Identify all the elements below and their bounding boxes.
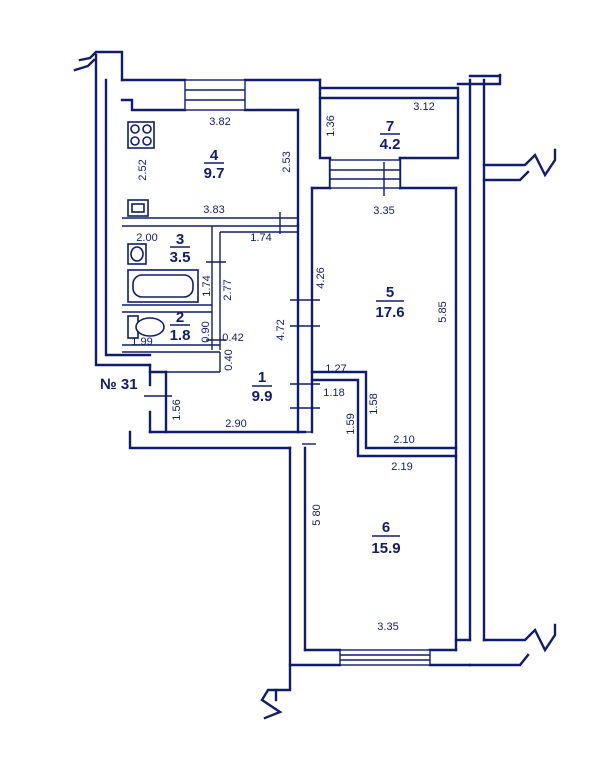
dim-balcony-top: 3.12	[413, 101, 434, 113]
room-3-label: 3 3.5	[170, 231, 191, 266]
kitchen-window	[184, 79, 246, 111]
dim-corridor-side: 2.77	[222, 279, 234, 300]
dimension-labels: 3.82 2.52 2.53 3.83 1.36 3.12 2.00 1.74 …	[131, 101, 449, 633]
dim-room6-left: 5 80	[311, 504, 323, 525]
washbasin-icon	[127, 243, 147, 265]
dim-wc-width: 1.99	[131, 336, 152, 348]
dim-hall-bottom: 2.90	[225, 418, 246, 430]
room-2-label: 2 1.8	[170, 309, 191, 344]
room-area: 1.8	[170, 327, 191, 344]
room-area: 17.6	[375, 304, 404, 321]
dim-room6-bottom: 3.35	[377, 621, 398, 633]
room5-window	[329, 159, 401, 189]
dim-bath-top: 2.00	[136, 232, 157, 244]
dimension-ticks	[144, 162, 385, 445]
dim-step-top: 1.27	[325, 363, 346, 375]
room-area: 9.7	[204, 165, 225, 182]
room6-window	[339, 649, 431, 666]
room-1-label: 1 9.9	[252, 369, 273, 405]
stove-icon	[127, 121, 155, 149]
dim-kitchen-top: 3.82	[209, 116, 230, 128]
dim-room5-right: 5.85	[437, 301, 449, 322]
dim-wc-height: 0.90	[200, 321, 212, 342]
dim-room5-left: 4.26	[315, 267, 327, 288]
room-number: 5	[386, 284, 394, 301]
room-number: 4	[210, 147, 219, 164]
outer-walls	[73, 50, 557, 720]
dim-hall-height: 4.72	[275, 319, 287, 340]
dim-step-left: 1.59	[345, 413, 357, 434]
room-4-label: 4 9.7	[204, 147, 225, 182]
room-number: 3	[176, 231, 184, 248]
dim-bath-height: 1.74	[201, 275, 213, 296]
dim-room6-top: 2.19	[391, 461, 412, 473]
apartment-number: № 31	[100, 376, 138, 393]
dim-wc-gap: 0.40	[223, 349, 235, 370]
dim-balcony-left: 1.36	[325, 115, 337, 136]
room-number: 1	[258, 369, 266, 386]
windows	[184, 79, 431, 666]
dim-kitchen-left: 2.52	[137, 159, 149, 180]
dim-kitchen-bottom: 3.83	[203, 204, 224, 216]
dim-room5-top: 3.35	[373, 205, 394, 217]
fixtures	[127, 121, 199, 339]
room-number: 7	[386, 118, 394, 135]
room-area: 3.5	[170, 249, 191, 266]
room-number: 6	[382, 519, 390, 536]
bathtub-icon	[127, 269, 199, 303]
room-area: 15.9	[371, 540, 400, 557]
room-5-label: 5 17.6	[375, 284, 404, 321]
dim-step-inner: 1.18	[323, 387, 344, 399]
room-number: 2	[176, 309, 184, 326]
room-7-label: 7 4.2	[380, 118, 401, 153]
kitchen-sink-icon	[127, 199, 149, 217]
toilet-icon	[127, 315, 165, 339]
dim-step-bottom: 2.10	[393, 434, 414, 446]
dim-step-right: 1.58	[368, 393, 380, 414]
dim-hall-entry: 1.56	[171, 399, 183, 420]
room-labels: 4 9.7 7 4.2 3 3.5 2 1.8 5 17.6 1 9.9	[170, 118, 405, 557]
dim-kitchen-right: 2.53	[281, 151, 293, 172]
dim-wc-side: 0.42	[222, 332, 243, 344]
room-area: 9.9	[252, 388, 273, 405]
room-6-label: 6 15.9	[371, 519, 400, 557]
dim-corridor-top: 1.74	[250, 232, 271, 244]
room-area: 4.2	[380, 136, 401, 153]
